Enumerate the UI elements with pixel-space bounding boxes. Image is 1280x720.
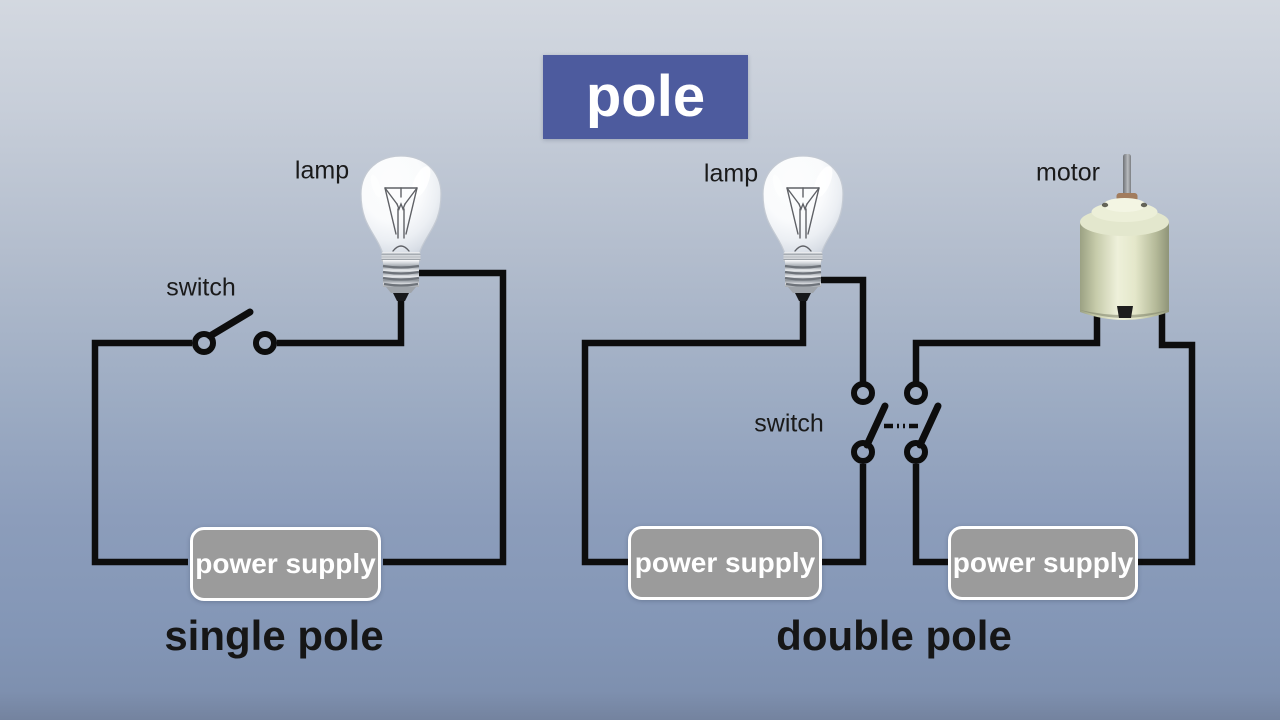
single-pole-switch-terminal-right — [253, 331, 277, 355]
single-pole-power-supply-box: power supply — [190, 527, 381, 601]
power-supply-label: power supply — [195, 548, 376, 579]
double-pole-switch1-terminal-top — [851, 381, 875, 405]
single-pole-switch-lever — [206, 308, 254, 340]
single-pole-caption: single pole — [164, 612, 384, 659]
single-pole-lamp-bulb — [359, 154, 443, 303]
double-pole-switch1-lever — [863, 402, 889, 449]
double-pole-lamp-label: lamp — [703, 159, 759, 188]
single-pole-switch-terminal-left — [192, 331, 216, 355]
double-pole-lamp-left-wire — [581, 297, 807, 566]
double-pole-motor-label: motor — [1036, 158, 1100, 187]
single-pole-left-wire — [91, 339, 192, 566]
double-pole-switch2-to-box2-wire — [912, 464, 950, 566]
power-supply-label: power supply — [952, 547, 1134, 578]
single-pole-switch-label: switch — [166, 273, 236, 302]
single-pole-right-wire — [383, 269, 507, 566]
double-pole-motor — [1080, 154, 1169, 320]
title-box: pole — [543, 55, 748, 139]
double-pole-switch2-terminal-top — [904, 381, 928, 405]
motor-shaft — [1123, 154, 1131, 199]
motor-body — [1080, 222, 1169, 320]
double-pole-switch2-lever — [916, 402, 942, 449]
double-pole-caption: double pole — [776, 612, 1012, 659]
double-pole-switch2-terminal-bottom — [904, 440, 928, 464]
single-pole-switch-to-lamp-wire — [277, 297, 405, 347]
double-pole-switch1-terminal-bottom — [851, 440, 875, 464]
double-pole-switch-to-lamp-wire — [812, 276, 867, 382]
motor-cap-plateau — [1103, 198, 1146, 212]
double-pole-motor-right-wire — [1136, 306, 1196, 566]
power-supply-label: power supply — [634, 547, 816, 578]
motor-cap-screw-left — [1101, 202, 1109, 208]
title-text: pole — [585, 64, 706, 129]
motor-cap-screw-right — [1140, 202, 1148, 208]
double-pole-switch2-to-motor-wire — [912, 306, 1101, 382]
double-pole-power-supply-box-right: power supply — [948, 526, 1138, 600]
single-pole-lamp-label: lamp — [294, 156, 350, 185]
double-pole-power-supply-box-left: power supply — [628, 526, 822, 600]
motor-bottom-rim — [1080, 310, 1169, 318]
double-pole-box1-to-switch-wire — [820, 464, 867, 566]
motor-bottom-terminal — [1117, 306, 1133, 318]
double-pole-switch-label: switch — [754, 409, 824, 438]
